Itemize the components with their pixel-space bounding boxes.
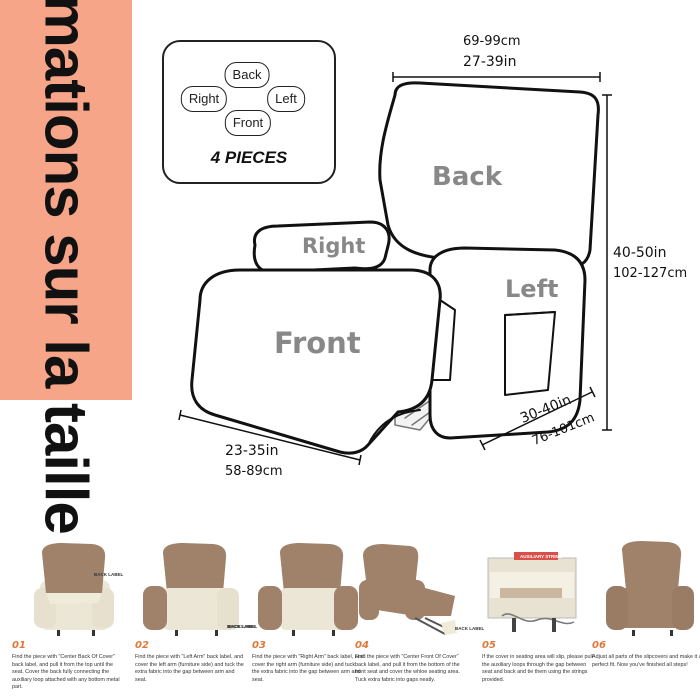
- arm-pocket: [504, 311, 556, 396]
- step-4-tag: BACK LABEL: [455, 626, 485, 631]
- dimension-lines: [178, 72, 612, 466]
- step-3-tag: BACK LABEL: [228, 624, 258, 629]
- width-cm: 69-99cm: [463, 34, 521, 49]
- step-6-number: 06: [592, 640, 606, 651]
- step-5-photo: [487, 552, 577, 632]
- step-1-number: 01: [12, 640, 26, 651]
- chair-label-back: Back: [432, 162, 503, 192]
- step-4-number: 04: [355, 640, 369, 651]
- seat-in: 23-35in: [225, 443, 279, 459]
- step-4-photo: [359, 544, 457, 635]
- step-3-number: 03: [252, 640, 266, 651]
- step-2-number: 02: [135, 640, 149, 651]
- pieces-count: 4 PIECES: [210, 148, 288, 167]
- step-2-tag: BACK LABEL: [227, 624, 257, 629]
- height-in: 40-50in: [613, 245, 667, 261]
- step-5-tag: AUXILIARY STRING: [520, 554, 563, 559]
- seat-cm: 58-89cm: [225, 464, 283, 479]
- chair-label-front: Front: [274, 326, 361, 360]
- legend-left: Left: [267, 86, 305, 112]
- step-3-text: Find the piece with "Right Arm" back lab…: [252, 654, 364, 683]
- step-6-photo: [606, 541, 694, 636]
- step-2-text: Find the piece with "Left Arm" back labe…: [135, 654, 244, 683]
- step-5-text: If the cover in seating area will slip, …: [482, 654, 593, 683]
- step-1-text: Find the piece with "Center Back Of Cove…: [12, 654, 120, 690]
- height-cm: 102-127cm: [613, 266, 688, 281]
- step-4-text: Find the piece with "Center Front Of Cov…: [355, 654, 460, 683]
- step-5-number: 05: [482, 640, 496, 651]
- legend-front: Front: [224, 110, 272, 136]
- chair-label-right: Right: [302, 234, 366, 258]
- recliner-diagram: [178, 72, 612, 466]
- legend-right: Right: [180, 86, 228, 112]
- step-1-photo: [34, 543, 114, 636]
- step-3-photo: [258, 543, 358, 636]
- step-1-tag: BACK LABEL: [94, 572, 124, 577]
- pieces-legend: Back Right Left Front 4 PIECES: [162, 40, 336, 184]
- step-2-photo: [143, 543, 239, 636]
- step-6-text: Adjust all parts of the slipcovers and m…: [592, 654, 700, 668]
- front-panel: [190, 268, 442, 455]
- legend-back: Back: [224, 62, 270, 88]
- size-info-banner: Informations sur la taille: [0, 0, 132, 534]
- width-in: 27-39in: [463, 54, 517, 70]
- installation-steps: BACK LABEL 01 Find the piece with "Cente…: [0, 530, 700, 700]
- chair-label-left: Left: [505, 275, 559, 303]
